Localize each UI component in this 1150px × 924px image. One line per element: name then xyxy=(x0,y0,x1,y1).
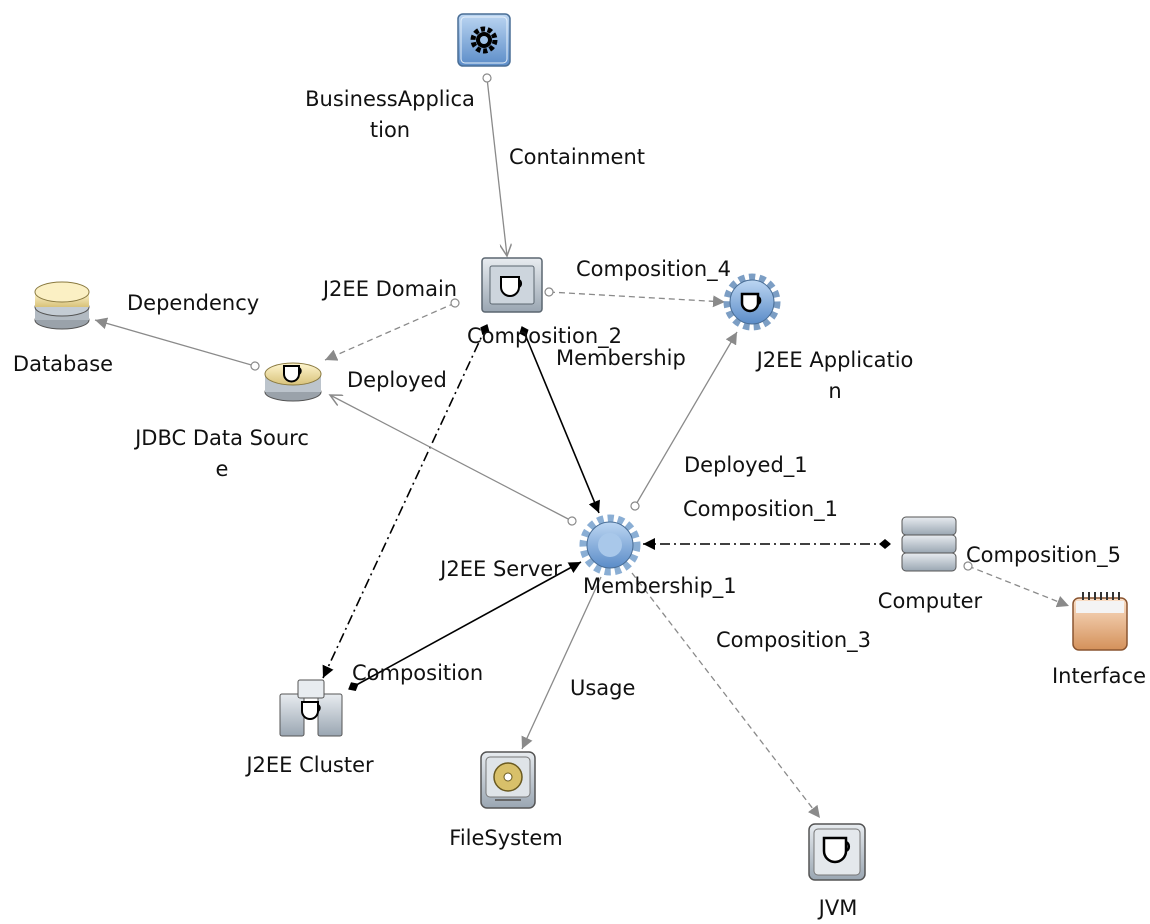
edge-composition-3 xyxy=(631,572,821,819)
edge-label-membership-1: Membership_1 xyxy=(583,574,737,598)
jvm-icon[interactable] xyxy=(808,823,866,881)
node-label-j2ee-application: J2EE Applicatio n xyxy=(756,348,914,403)
database-icon[interactable] xyxy=(34,281,90,330)
edge-composition-5 xyxy=(963,561,1070,608)
node-label-computer: Computer xyxy=(877,589,983,613)
j2ee-domain-icon[interactable] xyxy=(481,257,543,313)
j2ee-application-icon[interactable] xyxy=(723,273,781,331)
node-label-interface: Interface xyxy=(1051,664,1147,688)
interface-icon[interactable] xyxy=(1072,592,1128,651)
node-label-j2ee-domain: J2EE Domain xyxy=(322,277,458,301)
edge-deployed xyxy=(330,395,572,521)
edge-label-composition-5: Composition_5 xyxy=(966,543,1122,567)
edge-label-composition-3: Composition_3 xyxy=(716,628,872,652)
j2ee-cluster-icon[interactable] xyxy=(279,679,343,737)
j2ee-server-icon[interactable] xyxy=(579,514,641,576)
jdbc-data-source-icon[interactable] xyxy=(264,362,322,402)
edge-label-composition-2: Composition_2 xyxy=(467,324,623,348)
node-label-jvm: JVM xyxy=(818,896,858,920)
filesystem-icon[interactable] xyxy=(480,751,536,809)
edge-domain-jdbc xyxy=(324,298,460,361)
node-label-jdbc-data-source: JDBC Data Sourc e xyxy=(135,426,309,481)
edge-dependency xyxy=(94,317,260,371)
edge-label-composition-1: Composition_1 xyxy=(683,497,839,521)
gear-icon[interactable] xyxy=(457,13,511,67)
edge-label-dependency: Dependency xyxy=(127,291,260,315)
node-label-business-application: BusinessApplica tion xyxy=(305,87,475,142)
edge-composition-4 xyxy=(544,287,726,308)
edge-deployed-1 xyxy=(630,331,738,511)
edge-label-composition-4: Composition_4 xyxy=(576,257,732,281)
edge-label-deployed: Deployed xyxy=(347,368,447,392)
edge-label-composition: Composition xyxy=(352,661,484,685)
edge-label-deployed-1: Deployed_1 xyxy=(684,453,808,477)
edge-label-usage: Usage xyxy=(570,676,636,700)
node-label-j2ee-server: J2EE Server xyxy=(440,557,562,581)
node-label-database: Database xyxy=(12,352,114,376)
edge-usage xyxy=(521,576,602,750)
edge-label-containment: Containment xyxy=(509,145,645,169)
edges xyxy=(94,78,1070,819)
edge-label-membership: Membership xyxy=(556,346,686,370)
node-label-filesystem: FileSystem xyxy=(449,826,563,850)
edge-containment xyxy=(487,78,507,256)
node-label-j2ee-cluster: J2EE Cluster xyxy=(246,753,374,777)
edge-composition xyxy=(348,561,582,691)
computer-icon[interactable] xyxy=(901,516,957,572)
